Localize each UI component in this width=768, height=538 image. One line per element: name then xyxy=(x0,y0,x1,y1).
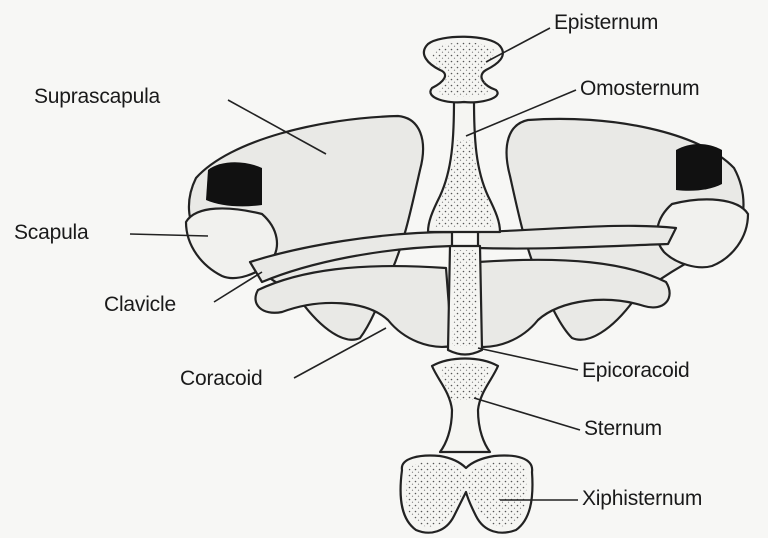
suprascapula-left-shade xyxy=(206,162,262,206)
label-sternum: Sternum xyxy=(584,418,662,439)
clavicle-right xyxy=(478,226,676,249)
label-omosternum: Omosternum xyxy=(580,78,699,99)
label-episternum: Episternum xyxy=(554,12,658,33)
suprascapula-right-shade xyxy=(676,144,722,191)
label-scapula: Scapula xyxy=(14,222,89,243)
label-clavicle: Clavicle xyxy=(104,294,176,315)
label-epicoracoid: Epicoracoid xyxy=(582,360,690,381)
epicoracoid-texture xyxy=(452,250,478,346)
label-suprascapula: Suprascapula xyxy=(34,86,160,107)
omosternum-texture xyxy=(434,140,494,228)
leader-sternum xyxy=(474,398,580,430)
label-coracoid: Coracoid xyxy=(180,368,262,389)
label-xiphisternum: Xiphisternum xyxy=(582,488,702,509)
